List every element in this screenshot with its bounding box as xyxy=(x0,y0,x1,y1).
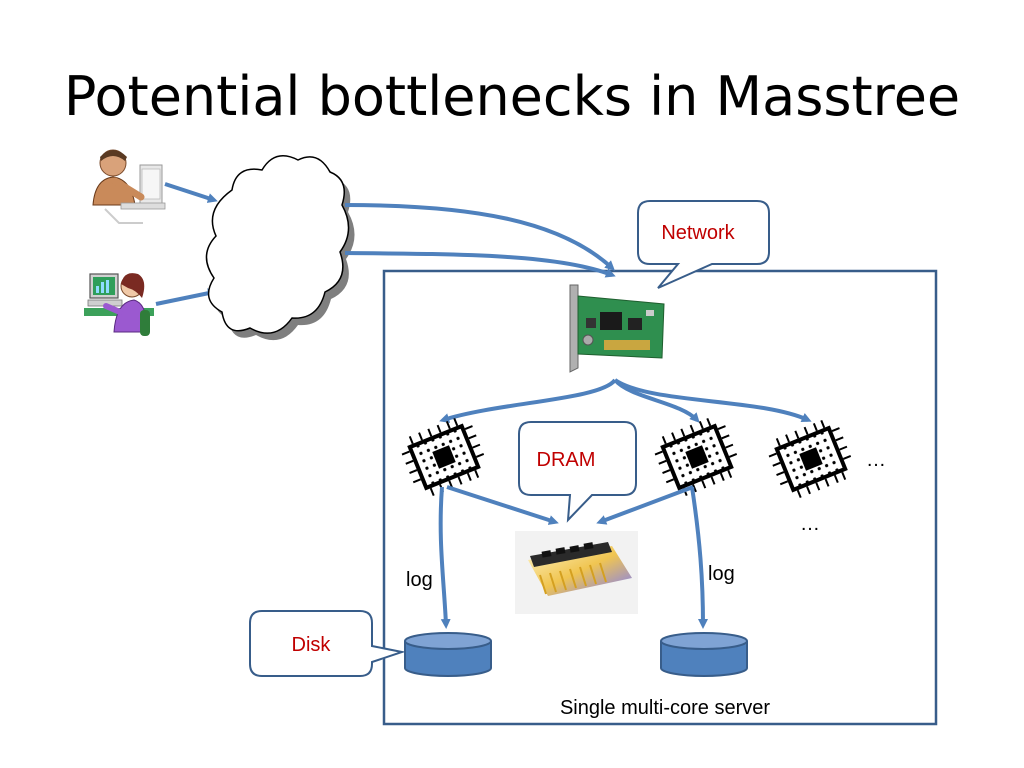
network-callout: Network xyxy=(637,200,770,289)
log-label-right: log xyxy=(708,563,735,585)
cpu-chip-icon xyxy=(401,417,485,497)
network-callout-label: Network xyxy=(661,222,735,244)
cloud-icon xyxy=(205,155,355,341)
disk-cylinder-icon xyxy=(660,632,748,677)
disk-callout: Disk xyxy=(249,610,406,677)
core-2-to-dram-arrow xyxy=(596,485,694,525)
network-card-icon xyxy=(569,284,665,373)
cloud-to-nic-arrow-lower xyxy=(344,251,616,278)
client-1-to-cloud-arrow xyxy=(164,182,218,203)
server-label: Single multi-core server xyxy=(560,697,770,719)
dram-module-icon xyxy=(515,531,638,614)
more-cores-ellipsis: … xyxy=(866,449,886,471)
dram-callout-label: DRAM xyxy=(537,449,596,471)
disk-cylinder-icon xyxy=(404,632,492,677)
core-1-to-disk-arrow xyxy=(438,486,451,629)
client-2-to-cloud-arrow xyxy=(155,288,218,306)
server-box xyxy=(382,269,938,726)
more-cores-ellipsis-below: … xyxy=(800,513,820,535)
log-label-left: log xyxy=(406,569,433,591)
disk-callout-label: Disk xyxy=(292,634,332,656)
man-at-computer-icon xyxy=(92,149,166,224)
nic-to-core-3-arrow xyxy=(613,378,812,423)
cpu-chip-icon xyxy=(768,419,852,499)
slide-title: Potential bottlenecks in Masstree xyxy=(63,65,961,128)
core-2-to-disk-arrow xyxy=(690,486,708,629)
dram-callout: DRAM xyxy=(518,421,637,523)
woman-at-computer-icon xyxy=(84,273,154,336)
cpu-chip-icon xyxy=(654,417,738,497)
core-1-to-dram-arrow xyxy=(446,485,559,525)
nic-to-core-1-arrow xyxy=(439,378,617,423)
cloud-to-nic-arrow-upper xyxy=(344,203,615,271)
